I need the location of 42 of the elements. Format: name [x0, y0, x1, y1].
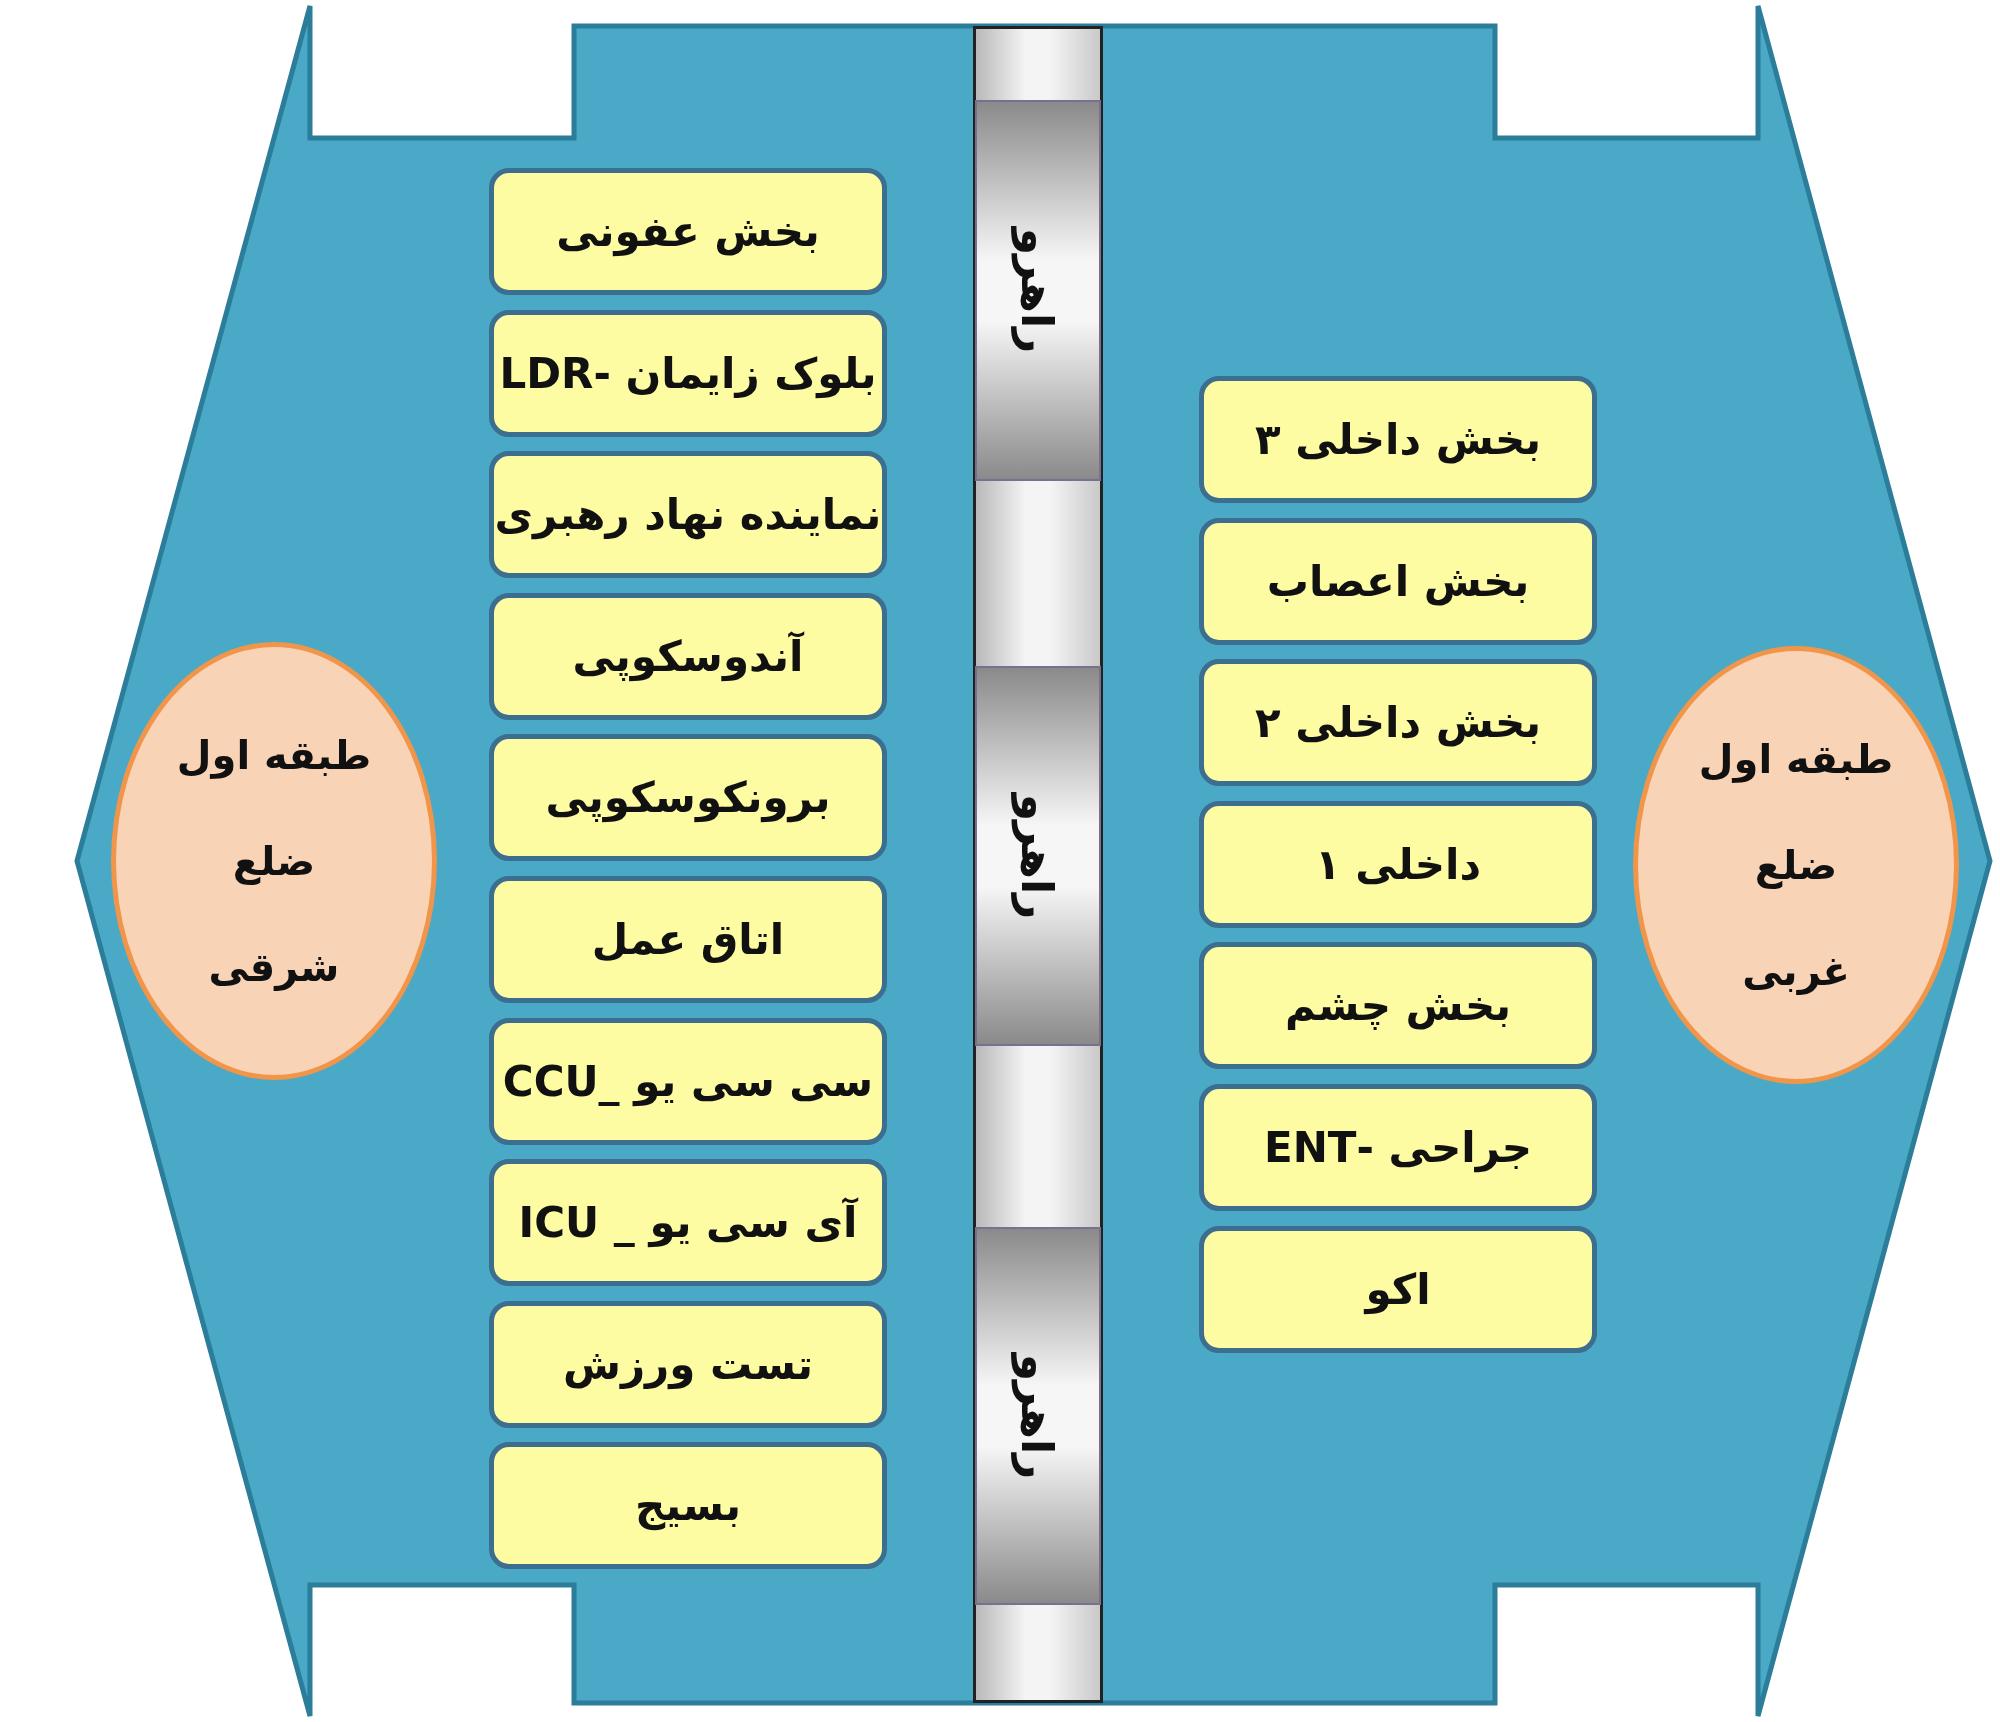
room-box: [489, 451, 887, 579]
room-label: برونکوسکوپی: [545, 773, 831, 823]
corridor-band: [975, 666, 1101, 1046]
room-box: [489, 734, 887, 862]
room-label: نماینده نهاد رهبری: [494, 490, 882, 540]
room-label: اتاق عمل: [591, 915, 785, 964]
room-box: [489, 309, 887, 437]
room-label: بخش داخلی ۳: [1254, 415, 1542, 464]
side-label: طبقه اول ضلع شرقی: [175, 731, 373, 993]
room-box: [1199, 1225, 1597, 1353]
room-label: آی سی یو _ ICU: [518, 1198, 858, 1248]
corridor-band: [975, 100, 1101, 481]
room-box: [1199, 376, 1597, 503]
room-label: سی سی یو _CCU: [502, 1056, 874, 1106]
room-box: [489, 1300, 887, 1428]
room-box: [489, 592, 887, 720]
room-box: [1199, 517, 1597, 645]
room-box: [1199, 942, 1597, 1070]
room-label: بخش عفونی: [556, 207, 820, 256]
room-label: بخش داخلی ۲: [1254, 698, 1542, 748]
corridor-label: راهرو: [1012, 793, 1064, 919]
room-label: تست ورزش: [563, 1339, 813, 1389]
room-box: [489, 1442, 887, 1570]
room-label: اکو: [1365, 1264, 1431, 1314]
room-label: جراحی -ENT: [1263, 1123, 1533, 1172]
room-box: [1199, 1084, 1597, 1211]
corridor-label: راهرو: [1012, 1353, 1064, 1479]
side-label: طبقه اول ضلع غربی: [1697, 735, 1895, 997]
room-label: بسیج: [635, 1481, 741, 1531]
room-box: [489, 168, 887, 295]
room-box: [489, 1017, 887, 1145]
corridor-band: [975, 1227, 1101, 1605]
room-box: [489, 1159, 887, 1287]
room-box: [1199, 659, 1597, 787]
room-label: داخلی ۱: [1314, 839, 1482, 889]
room-label: بخش چشم: [1285, 981, 1511, 1031]
room-label: بخش اعصاب: [1266, 556, 1530, 606]
room-box: [1199, 800, 1597, 928]
room-label: بلوک زایمان -LDR: [499, 348, 877, 398]
room-box: [489, 876, 887, 1003]
room-label: آندوسکوپی: [572, 631, 804, 681]
corridor-label: راهرو: [1012, 227, 1064, 354]
